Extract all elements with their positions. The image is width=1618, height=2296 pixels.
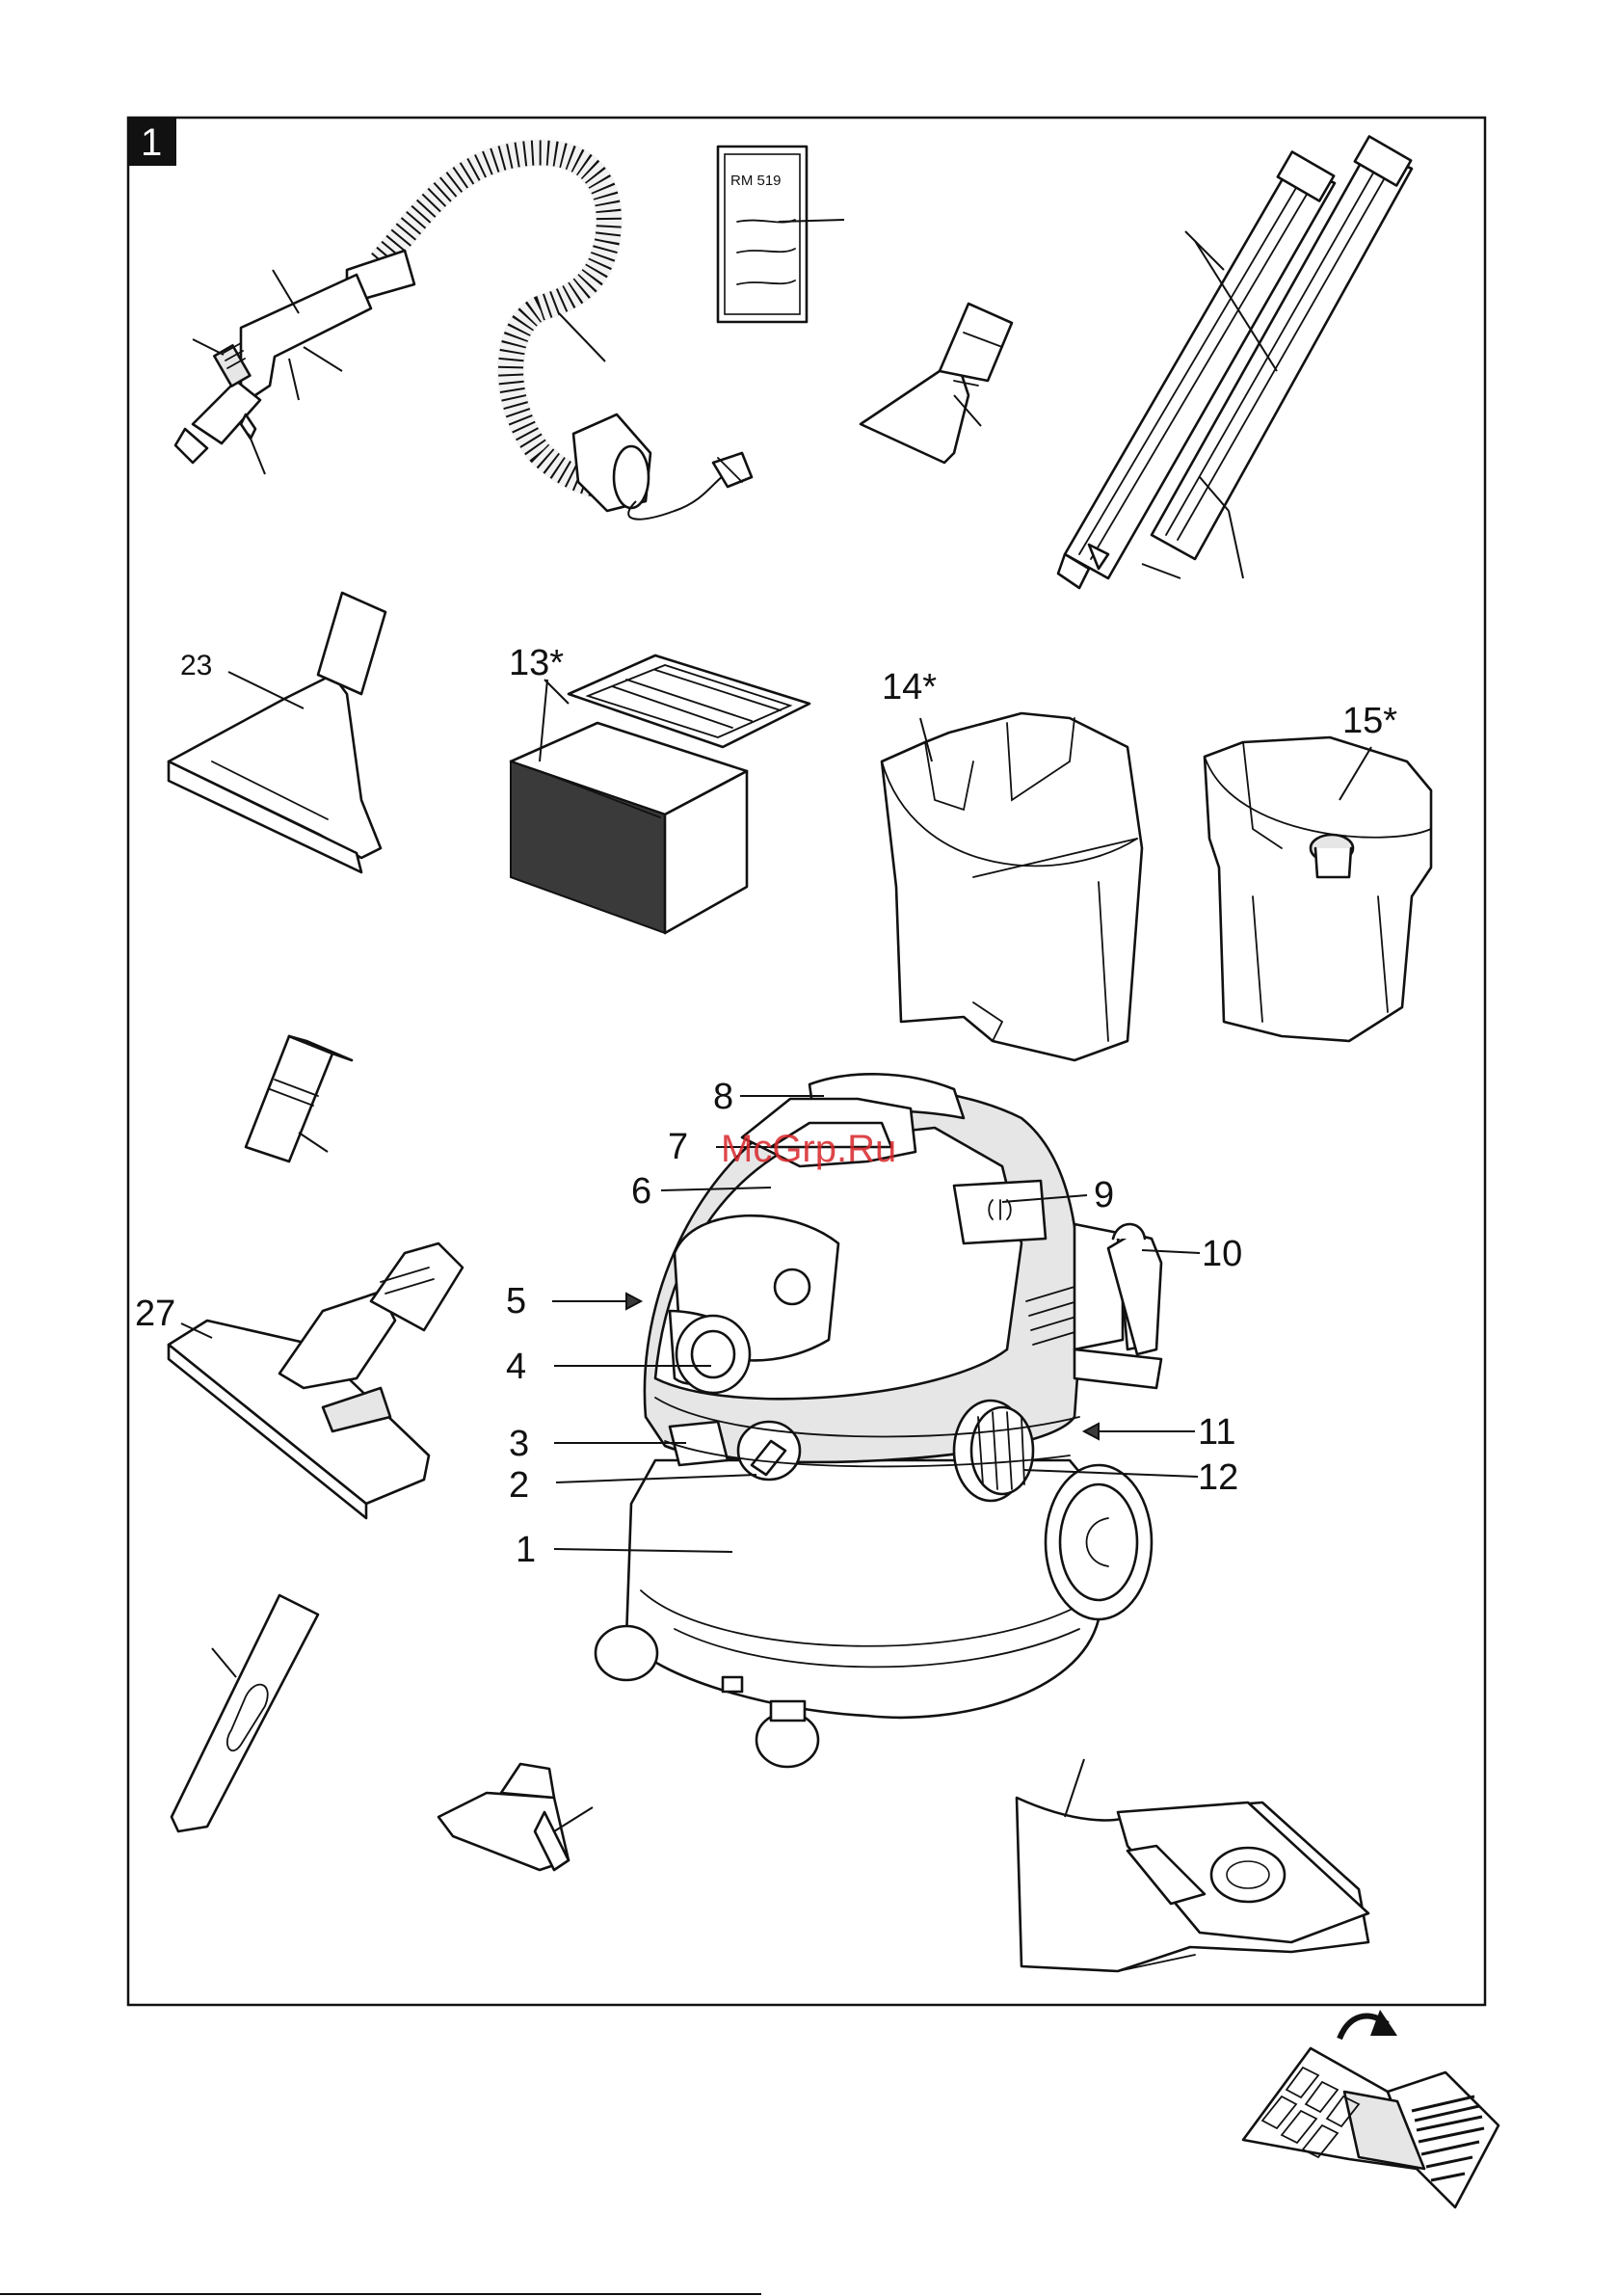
- suction-tubes: [1058, 137, 1412, 588]
- callout-9: 9: [1094, 1175, 1114, 1215]
- dry-upholstery-nozzle: [438, 1764, 593, 1870]
- callout-27: 27: [135, 1294, 175, 1334]
- switchable-floor-nozzle: 27: [135, 1243, 463, 1518]
- fleece-filter-bag: [1017, 1759, 1368, 1971]
- callout-15: 15*: [1342, 701, 1397, 741]
- callout-23: 23: [180, 650, 212, 681]
- callout-8: 8: [713, 1077, 733, 1117]
- callout-14: 14*: [882, 667, 937, 707]
- callout-6: 6: [631, 1171, 651, 1212]
- flat-pleated-filter: 13*: [509, 643, 809, 933]
- wet-floor-nozzle: 23: [169, 593, 385, 872]
- paper-filter-bag: RM 519: [718, 147, 844, 322]
- vacuum-cleaner-body: [596, 1074, 1161, 1767]
- crevice-nozzle: [172, 1595, 318, 1831]
- upholstery-nozzle: [861, 304, 1012, 463]
- page-turn-arrow-icon: [1339, 2010, 1397, 2039]
- callout-3: 3: [509, 1424, 529, 1464]
- figure-tag: 1: [128, 118, 176, 166]
- filter-bag-code: RM 519: [730, 173, 782, 189]
- dirt-container-insert: 14*: [882, 667, 1142, 1060]
- callout-4: 4: [506, 1347, 526, 1387]
- callout-11: 11: [1198, 1412, 1235, 1453]
- figure-tag-number: 1: [141, 121, 162, 164]
- suction-hose-with-handle: [175, 152, 752, 519]
- callout-10: 10: [1202, 1234, 1242, 1274]
- callout-5: 5: [506, 1281, 526, 1322]
- water-container-insert: 15*: [1205, 701, 1431, 1041]
- callout-2: 2: [509, 1465, 529, 1506]
- watermark: McGrp.Ru: [721, 1128, 896, 1170]
- callout-12: 12: [1198, 1457, 1238, 1498]
- callout-1: 1: [516, 1530, 536, 1570]
- callout-13: 13*: [509, 643, 564, 683]
- open-manual-icon: [1243, 2048, 1499, 2207]
- callout-7: 7: [668, 1127, 688, 1167]
- hose-adapter: [246, 1036, 352, 1161]
